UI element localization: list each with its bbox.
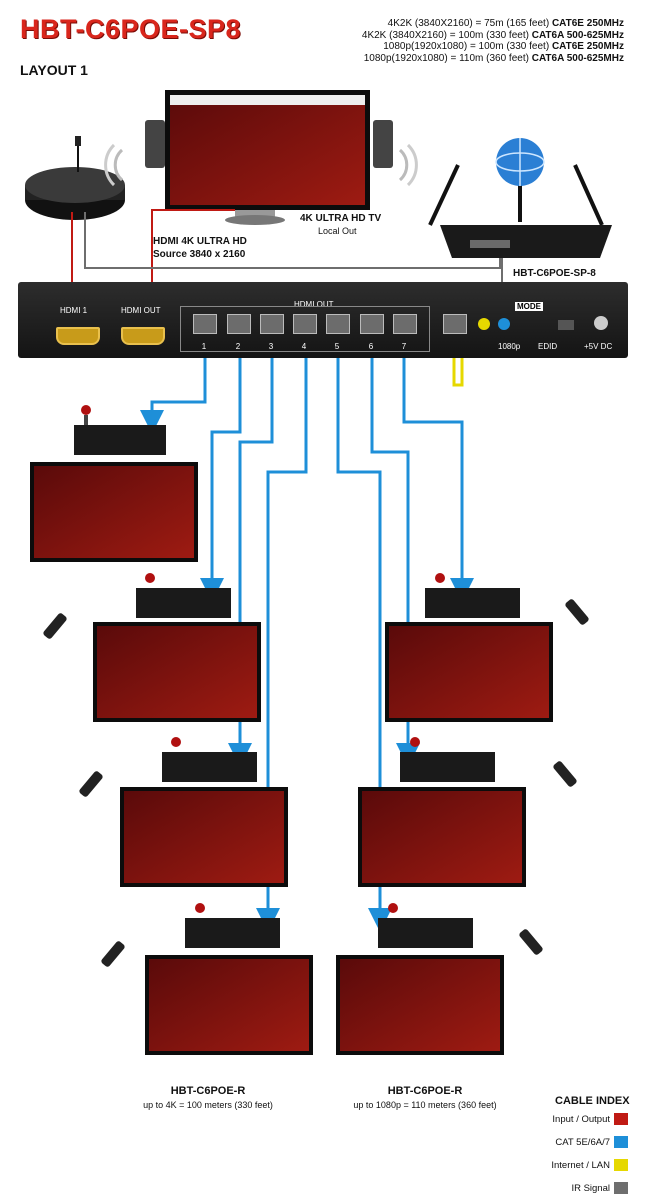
layout-label: LAYOUT 1 [20, 62, 88, 78]
cable-index-label: Input / Output [552, 1114, 610, 1125]
ir-port-2 [498, 318, 510, 330]
hdmi-out-label: HDMI OUT [121, 306, 161, 315]
cable-swatch-yellow [614, 1159, 628, 1171]
tv-label-2: Local Out [318, 226, 357, 236]
receiver-5 [358, 737, 526, 887]
cat-port-1 [193, 314, 217, 334]
port-num: 3 [268, 342, 274, 351]
cable-index-label: IR Signal [571, 1183, 610, 1194]
receiver-3 [385, 573, 553, 722]
spec-line-1: 4K2K (3840X2160) = 75m (165 feet) CAT6E … [387, 18, 624, 29]
device-name: HBT-C6POE-SP-8 [513, 268, 596, 279]
receiver-title-left: HBT-C6POE-R [170, 1085, 246, 1097]
receiver-title-right: HBT-C6POE-R [387, 1085, 463, 1097]
spec-list: 4K2K (3840X2160) = 75m (165 feet) CAT6E … [362, 18, 624, 64]
splitter-device: HDMI 1 HDMI OUT HDMI OUT 1 2 3 4 5 6 7 M… [18, 282, 628, 358]
hdmi-out-group [180, 306, 430, 352]
spec-line-4: 1080p(1920x1080) = 110m (360 feet) CAT6A… [363, 52, 624, 64]
ir-port [478, 318, 490, 330]
cat-port-2 [227, 314, 251, 334]
spec-line-2: 4K2K (3840X2160) = 100m (330 feet) CAT6A… [361, 29, 624, 41]
receiver-4 [120, 737, 288, 887]
cable-swatch-blue [614, 1136, 628, 1148]
res-label: 1080p [498, 342, 521, 351]
receiver-1 [30, 405, 198, 562]
port-num: 6 [368, 342, 374, 351]
cat-port-5 [326, 314, 350, 334]
cable-swatch-red [614, 1113, 628, 1125]
page-title: HBT-C6POE-SP8 [20, 14, 242, 44]
receiver-6 [145, 903, 313, 1055]
source-label-2: Source 3840 x 2160 [153, 249, 246, 260]
receiver-2 [93, 573, 261, 722]
hdmi1-port [56, 327, 100, 345]
cat-port-6 [360, 314, 384, 334]
media-player-icon [25, 136, 125, 220]
port-num: 5 [334, 342, 340, 351]
power-jack [594, 316, 608, 330]
edid-label: EDID [538, 342, 558, 351]
source-label-1: HDMI 4K ULTRA HD [153, 236, 247, 247]
lan-port [443, 314, 467, 334]
cat-port-3 [260, 314, 284, 334]
cable-index-title: CABLE INDEX [555, 1095, 630, 1107]
port-num: 1 [201, 342, 207, 351]
hdmi1-label: HDMI 1 [60, 306, 88, 315]
receiver-7 [336, 903, 504, 1055]
cable-index-label: CAT 5E/6A/7 [555, 1137, 610, 1148]
cat-port-7 [393, 314, 417, 334]
port-num: 4 [301, 342, 307, 351]
cable-swatch-gray [614, 1182, 628, 1194]
mode-label: MODE [515, 302, 543, 311]
port-num: 7 [401, 342, 407, 351]
port-num: 2 [235, 342, 241, 351]
local-tv [145, 90, 393, 225]
receiver-note-right: up to 1080p = 110 meters (360 feet) [353, 1100, 497, 1110]
hdmi-out-port [121, 327, 165, 345]
tv-label-1: 4K ULTRA HD TV [300, 213, 382, 224]
router-icon [428, 138, 612, 258]
hdmi-mini-port [558, 320, 574, 330]
power-label: +5V DC [584, 342, 613, 351]
spec-line-3: 1080p(1920x1080) = 100m (330 feet) CAT6E… [383, 41, 624, 52]
remote-icon [43, 599, 589, 967]
hdmi-out-group-label: HDMI OUT [294, 300, 334, 309]
cable-index-label: Internet / LAN [551, 1160, 610, 1171]
cat-port-4 [293, 314, 317, 334]
receiver-note-left: up to 4K = 100 meters (330 feet) [143, 1100, 273, 1110]
